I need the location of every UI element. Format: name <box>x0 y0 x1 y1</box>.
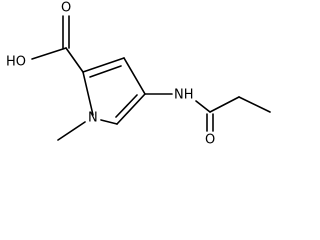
propanamide-group <box>144 93 271 132</box>
bond-c3-c4 <box>123 57 146 95</box>
carboxylic-acid-group <box>31 15 84 73</box>
amide-nh-label: NH <box>174 88 194 103</box>
pyrrole-ring <box>82 57 146 125</box>
hydroxyl-label: HO <box>6 55 26 70</box>
acid-carbonyl-oxygen-label: O <box>61 1 71 16</box>
chemical-structure-diagram: HO O N NH O <box>6 1 271 148</box>
bond-c5-n1 <box>100 119 118 125</box>
bond-ch2-ch3 <box>238 96 271 113</box>
bond-c4-c5 <box>116 93 146 125</box>
bond-c4-c5-double <box>115 94 138 118</box>
amide-carbonyl-oxygen-label: O <box>205 133 215 148</box>
bond-c2-c3-double <box>89 65 122 78</box>
bond-nh-carbonyl <box>195 100 211 113</box>
bond-n1-methyl <box>57 121 86 141</box>
atom-labels: HO O N NH O <box>6 1 215 148</box>
bond-carboxyl-hydroxyl <box>31 47 67 60</box>
bond-c2-c3 <box>82 57 125 73</box>
bond-carbonyl-ch2 <box>209 96 240 113</box>
n-methyl-group <box>57 121 86 141</box>
ring-nitrogen-label: N <box>88 111 98 126</box>
bond-n1-c2 <box>82 71 94 116</box>
bond-c2-carboxyl <box>65 47 84 73</box>
